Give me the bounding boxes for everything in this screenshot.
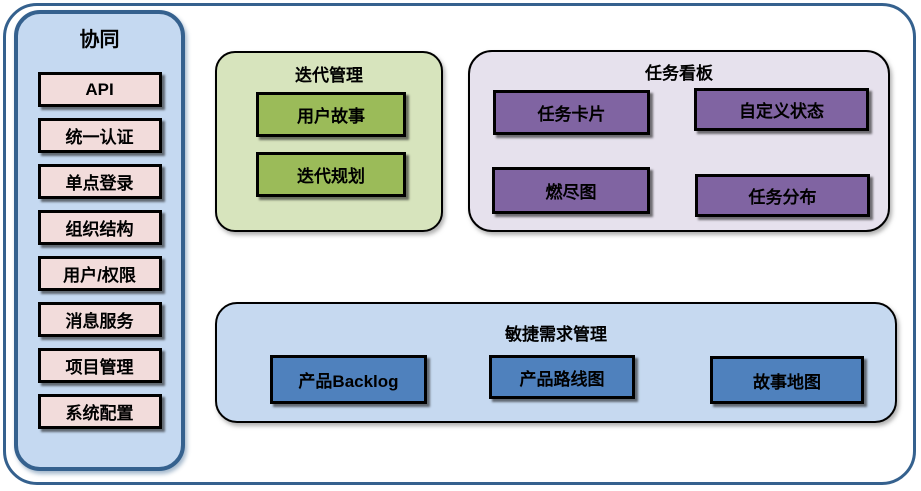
sidebar-collaboration: 协同 API 统一认证 单点登录 组织结构 用户/权限 消息服务 项目管理 系统… xyxy=(14,10,185,471)
sidebar-item-org-structure: 组织结构 xyxy=(37,210,162,245)
panel-iteration-title: 迭代管理 xyxy=(295,66,363,85)
sidebar-item-project-management: 项目管理 xyxy=(37,348,162,383)
item-story-map: 故事地图 xyxy=(710,356,864,404)
sidebar-item-message-service: 消息服务 xyxy=(37,302,162,337)
diagram-outer-frame xyxy=(3,3,916,485)
panel-agile-requirements-title: 敏捷需求管理 xyxy=(505,325,607,344)
sidebar-item-single-sign-on: 单点登录 xyxy=(37,164,162,199)
item-custom-status: 自定义状态 xyxy=(694,88,869,131)
item-task-card: 任务卡片 xyxy=(493,90,650,135)
panel-task-board: 任务看板 任务卡片 自定义状态 燃尽图 任务分布 xyxy=(468,50,890,232)
sidebar-item-api: API xyxy=(37,72,162,107)
sidebar-item-unified-auth: 统一认证 xyxy=(37,118,162,153)
sidebar-item-user-permissions: 用户/权限 xyxy=(37,256,162,291)
item-product-backlog: 产品Backlog xyxy=(270,355,427,404)
sidebar-items: API 统一认证 单点登录 组织结构 用户/权限 消息服务 项目管理 系统配置 xyxy=(37,72,162,429)
item-task-distribution: 任务分布 xyxy=(695,174,870,217)
sidebar-title: 协同 xyxy=(79,29,120,51)
panel-iteration-management: 迭代管理 用户故事 迭代规划 xyxy=(215,51,443,232)
panel-task-board-title: 任务看板 xyxy=(645,64,713,83)
item-burndown-chart: 燃尽图 xyxy=(492,167,650,214)
sidebar-item-system-config: 系统配置 xyxy=(37,394,162,429)
item-iteration-planning: 迭代规划 xyxy=(256,152,406,197)
item-user-story: 用户故事 xyxy=(256,92,406,137)
panel-agile-requirements: 敏捷需求管理 产品Backlog 产品路线图 故事地图 xyxy=(215,302,897,423)
item-product-roadmap: 产品路线图 xyxy=(489,355,635,399)
